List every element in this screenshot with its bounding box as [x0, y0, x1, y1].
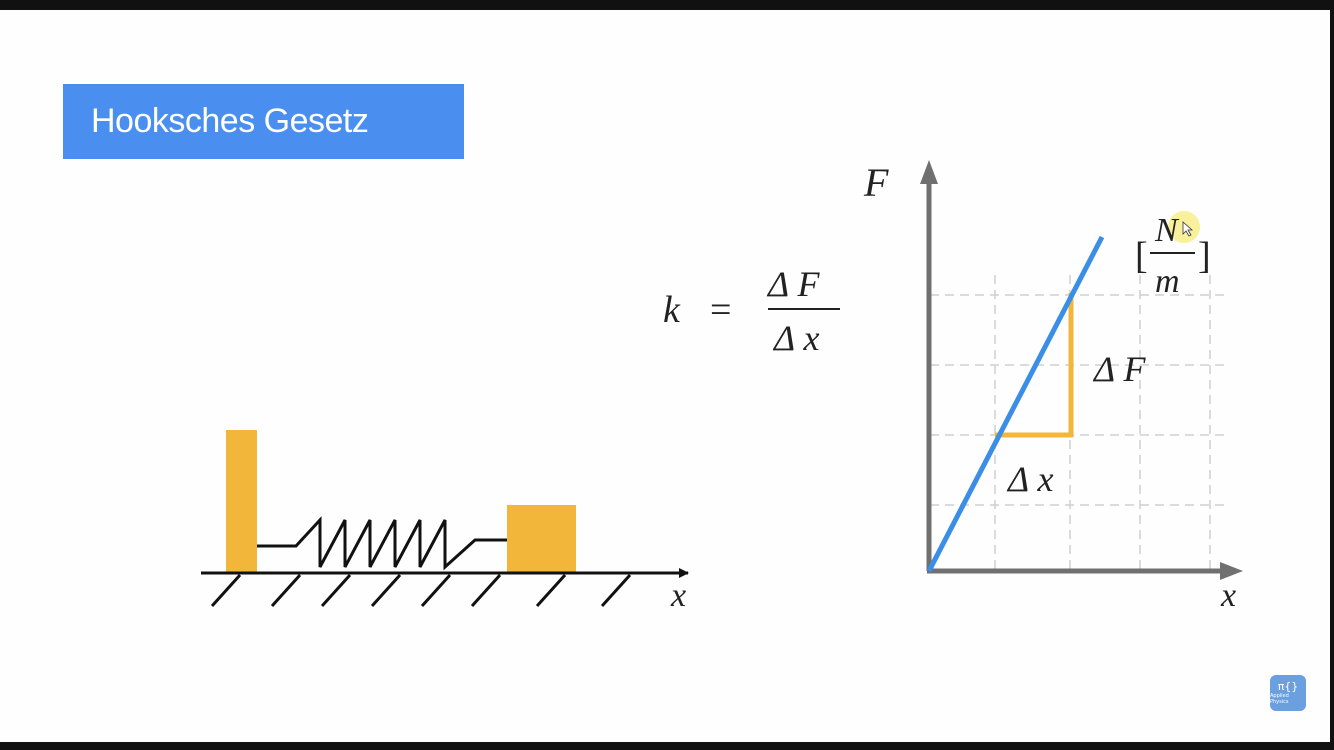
mass-block [507, 505, 576, 573]
slide: Hooksches Gesetz [0, 10, 1330, 742]
logo-text: Applied Physics [1270, 693, 1289, 705]
ground-hatching [210, 573, 632, 608]
delta-x-label: Δ x [1006, 459, 1053, 499]
spring-x-axis-label: x [670, 577, 686, 614]
unit-denominator: m [1155, 263, 1180, 300]
spring-line [926, 235, 1105, 573]
x-axis-arrowhead [1220, 562, 1243, 580]
y-axis-arrowhead [920, 160, 938, 184]
unit-numerator: N [1154, 212, 1180, 249]
spring-constant-formula: k = Δ F Δ x [663, 264, 840, 358]
graph-x-axis-label: x [1220, 577, 1236, 614]
formula-denominator: Δ x [772, 318, 819, 358]
force-displacement-graph: F x Δ F Δ x [ N m ] [863, 160, 1243, 614]
unit-bracket-open: [ [1135, 235, 1148, 277]
spring [257, 516, 507, 571]
unit-bracket-close: ] [1198, 235, 1211, 277]
delta-f-label: Δ F [1092, 349, 1146, 389]
formula-numerator: Δ F [766, 264, 820, 304]
unit-label: [ N m ] [1135, 211, 1211, 300]
slide-title: Hooksches Gesetz [91, 102, 369, 140]
y-axis-label: F [863, 160, 889, 205]
mouse-cursor-icon [1182, 221, 1194, 237]
channel-logo[interactable]: π{} Applied Physics [1270, 675, 1306, 711]
logo-mark: π{} [1277, 680, 1299, 693]
wall-block [226, 430, 257, 573]
title-banner: Hooksches Gesetz [63, 84, 464, 159]
formula-k: k [663, 289, 681, 331]
formula-equals: = [710, 289, 731, 331]
grid [930, 275, 1228, 572]
spring-diagram: x [201, 430, 689, 614]
